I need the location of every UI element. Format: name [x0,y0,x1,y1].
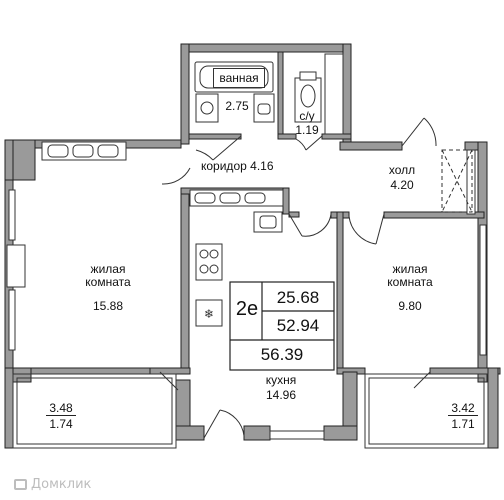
hall-area: 4.20 [390,178,414,192]
wc-area: 1.19 [295,123,319,137]
bath-area: 2.75 [225,99,249,113]
svg-text:❄: ❄ [204,307,214,321]
summary-rooms: 2е [235,298,259,320]
kitchen-area: 14.96 [265,388,297,402]
living-room-2-name: жилая комната [387,262,433,289]
corridor-label: коридор 4.16 [201,160,274,173]
balcony-2-divider [448,415,478,416]
corridor-name: коридор [201,159,247,173]
area-summary-box [229,281,335,371]
balcony-1-divider [46,415,76,416]
balcony-2-area-reduced: 1.71 [451,417,475,431]
hall-shaft [441,149,473,213]
balcony-1-area-reduced: 1.74 [49,417,73,431]
balcony-2-area: 3.42 [451,401,475,415]
kitchen-name: кухня [265,373,297,387]
furniture-top [41,141,284,207]
watermark-logo-icon [14,479,27,490]
hall-name: холл [388,163,416,177]
summary-full-area: 56.39 [260,345,304,364]
balcony-1-area: 3.48 [49,401,73,415]
doors [159,117,437,439]
corridor-area: 4.16 [250,159,274,173]
summary-living-area: 25.68 [276,288,320,307]
living-room-1-area: 15.88 [92,299,124,313]
bath-label-box: ванная [213,68,265,88]
living-room-2-area: 9.80 [398,299,422,313]
balconies [12,373,489,449]
walls [4,43,501,449]
watermark-text: Домклик [31,477,92,492]
windows [6,53,487,440]
wc-name: с/у [299,109,315,123]
bath-name: ванная [219,71,259,85]
summary-total-area: 52.94 [276,316,320,335]
kitchen-fixtures: ❄ [195,243,223,327]
watermark: Домклик [14,477,91,492]
living-room-1-name: жилая комната [85,262,131,289]
